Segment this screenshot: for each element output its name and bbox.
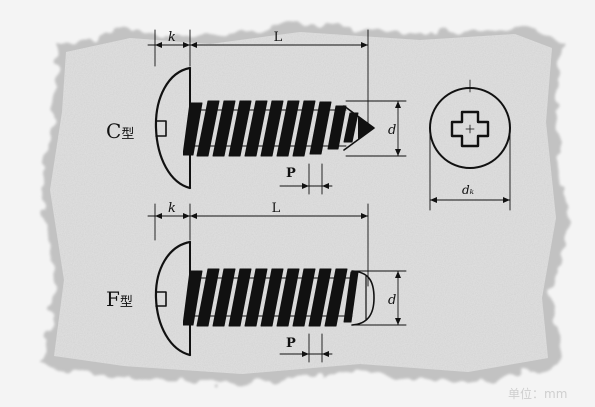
c-type-k-label: k	[168, 30, 176, 45]
f-type-tip	[351, 270, 375, 326]
head-dk-label: dₖ	[462, 183, 475, 197]
c-type-head	[154, 66, 192, 190]
f-type-slot	[155, 291, 167, 307]
paper-card	[40, 24, 568, 384]
c-type-label: C型	[106, 119, 134, 143]
f-type-d-label: d	[388, 293, 396, 308]
c-type-screw	[147, 29, 407, 195]
f-type-label: F型	[106, 287, 133, 311]
f-type-head	[154, 240, 192, 357]
f-type-threads	[183, 268, 359, 327]
unit-note: 单位：mm	[508, 386, 567, 401]
f-type-P-label: P	[286, 336, 296, 351]
c-type-L-label: L	[274, 30, 283, 45]
phillips-recess-icon	[450, 110, 490, 148]
c-type-slot	[155, 120, 167, 137]
c-type-threads	[183, 100, 359, 157]
f-type-L-label: L	[272, 201, 281, 216]
c-type-P-label: P	[286, 166, 296, 181]
f-type-screw	[147, 203, 407, 363]
head-end-view	[429, 79, 511, 211]
f-type-k-label: k	[168, 201, 176, 216]
c-type-d-label: d	[388, 123, 396, 138]
